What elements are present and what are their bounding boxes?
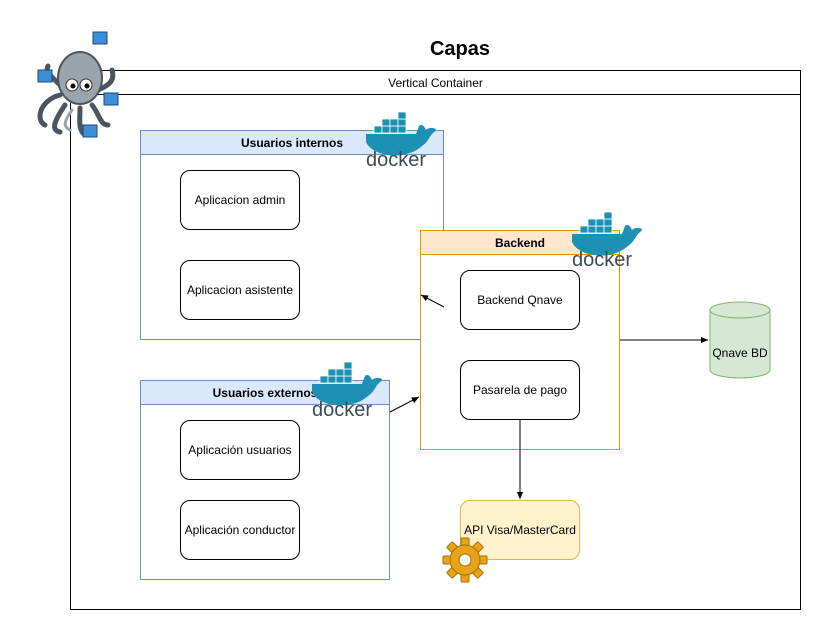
- docker-logo-icon: docker: [572, 211, 642, 271]
- database-label: Qnave BD: [712, 346, 768, 360]
- node-pasarela-de-pago[interactable]: Pasarela de pago: [460, 360, 580, 420]
- docker-logo-icon: docker: [312, 361, 382, 421]
- gear-icon: [442, 537, 488, 583]
- edge-backend-to-internos: [420, 294, 445, 308]
- vertical-container-header: Vertical Container: [71, 71, 800, 95]
- docker-wordmark: docker: [366, 149, 426, 171]
- node-aplicacion-conductor[interactable]: Aplicación conductor: [180, 500, 300, 560]
- edge-externos-to-backend: [389, 396, 420, 413]
- docker-wordmark: docker: [312, 399, 372, 421]
- docker-compose-octopus-icon: [37, 31, 119, 138]
- node-aplicacion-admin[interactable]: Aplicacion admin: [180, 170, 300, 230]
- vertical-container-label: Vertical Container: [388, 75, 483, 90]
- docker-wordmark: docker: [572, 249, 632, 271]
- group-usuarios-internos: Usuarios internos: [140, 130, 444, 340]
- vertical-container: Vertical Container: [70, 70, 801, 610]
- node-aplicacion-asistente[interactable]: Aplicacion asistente: [180, 260, 300, 320]
- database-icon[interactable]: [709, 301, 771, 379]
- node-backend-qnave[interactable]: Backend Qnave: [460, 270, 580, 330]
- diagram-title: Capas: [429, 38, 491, 60]
- docker-logo-icon: docker: [366, 111, 436, 171]
- node-aplicacion-usuarios[interactable]: Aplicación usuarios: [180, 420, 300, 480]
